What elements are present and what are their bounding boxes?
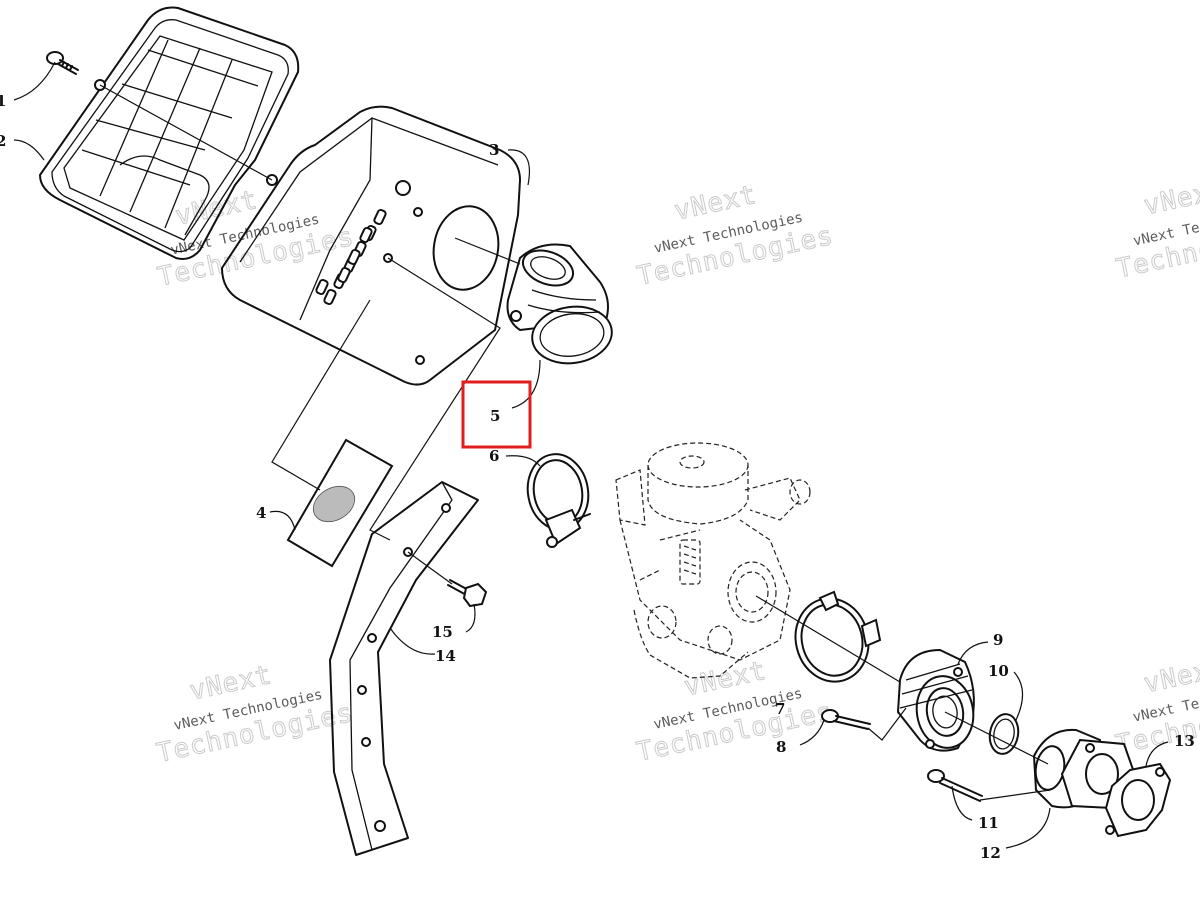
callout-leaders <box>13 61 1169 849</box>
callout-9: 9 <box>993 631 1003 649</box>
gasket <box>1104 762 1172 838</box>
callout-11: 11 <box>978 814 999 832</box>
callout-5: 5 <box>490 407 500 425</box>
screw-part-11 <box>927 769 983 802</box>
intake-adapter <box>896 648 975 752</box>
watermark-vnext: vNext <box>1141 653 1200 700</box>
watermark-bottom-left: vNext vNext Technologies Technologies <box>154 659 357 769</box>
watermark-vnext: vNext <box>672 180 760 227</box>
callout-8: 8 <box>776 738 786 756</box>
watermark-top-left: vNext vNext Technologies Technologies <box>155 185 358 294</box>
callout-labels: 1 2 3 4 5 6 7 8 9 10 11 12 13 14 15 <box>0 92 1195 862</box>
mounting-bracket <box>329 481 479 856</box>
callout-5-highlight[interactable] <box>461 380 532 449</box>
filter-element <box>286 438 394 568</box>
air-box-vents <box>315 208 387 306</box>
air-box-cover <box>39 6 300 260</box>
callout-12: 12 <box>980 844 1001 862</box>
callout-2: 2 <box>0 132 6 150</box>
air-box <box>221 105 521 386</box>
bolt-part-15 <box>447 579 488 608</box>
hose-clamp-part-6 <box>526 453 591 548</box>
callout-6: 6 <box>489 447 499 465</box>
hose-clamp-part-9 <box>794 590 882 683</box>
callout-13: 13 <box>1174 732 1195 750</box>
watermark-vnext: vNext <box>1141 175 1200 222</box>
watermark-top-right: vNext vNext Technologies Technologies <box>1113 174 1200 285</box>
screw-part-1 <box>46 51 79 75</box>
screw-part-8 <box>821 709 871 730</box>
watermark-top-center: vNext vNext Technologies Technologies <box>634 179 837 292</box>
assembly-lines <box>99 84 1051 801</box>
callout-10: 10 <box>988 662 1009 680</box>
intake-boot <box>506 243 613 365</box>
carburetor <box>615 442 811 679</box>
callout-3: 3 <box>489 141 499 159</box>
callout-4: 4 <box>256 504 266 522</box>
callout-15: 15 <box>432 623 453 641</box>
o-ring <box>988 713 1020 755</box>
callout-14: 14 <box>435 647 456 665</box>
callout-1: 1 <box>0 92 6 110</box>
callout-7: 7 <box>775 700 785 718</box>
